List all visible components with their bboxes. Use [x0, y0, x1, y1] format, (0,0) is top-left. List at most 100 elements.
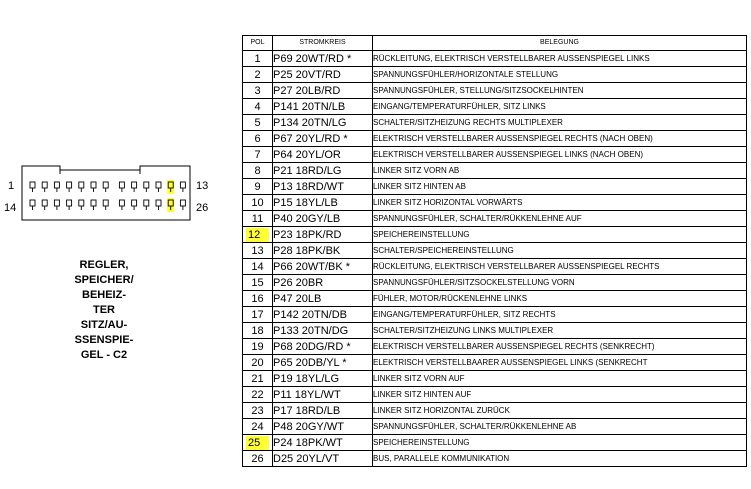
- pin-number: 14: [242, 258, 273, 275]
- circuit-code: P13 18RD/WT: [272, 178, 373, 195]
- connector-pin-17: [66, 199, 73, 210]
- pin-number: 17: [242, 306, 273, 323]
- caption-line: SSENSPIE-: [74, 334, 134, 346]
- pin-number-text: 7: [254, 148, 261, 161]
- caption-line: SPEICHER/: [74, 274, 134, 286]
- circuit-code: P68 20DG/RD *: [272, 338, 373, 355]
- pin-number: 7: [242, 146, 273, 163]
- connector-pin-24: [155, 199, 162, 210]
- table-row: 6 P67 20YL/RD *ELEKTRISCH VERSTELLBARER A…: [242, 130, 747, 147]
- connector-pin-20: [102, 199, 109, 210]
- connector-pin-9: [131, 181, 138, 192]
- pin-function: LINKER SITZ HINTEN AUF: [372, 386, 747, 403]
- connector-pin-12: [167, 180, 175, 194]
- pin-number: 8: [242, 162, 273, 179]
- circuit-code: P141 20TN/LB: [272, 98, 373, 115]
- pin-number: 6: [242, 130, 273, 147]
- pin-function: SPANNUNGSFÜHLER, SCHALTER/RÜKKENLEHNE AU…: [372, 210, 747, 227]
- pin-function: SPANNUNGSFÜHLER, SCHALTER/RÜKKENLEHNE AB: [372, 418, 747, 435]
- pin-number: 1: [242, 50, 273, 67]
- pin-number-text: 4: [254, 100, 261, 113]
- connector-pin-4: [66, 181, 73, 192]
- connector-pin-7: [102, 181, 109, 192]
- pin-label-26: 26: [196, 202, 209, 214]
- header-function: BELEGUNG: [372, 35, 747, 51]
- connector-pin-22: [131, 199, 138, 210]
- connector-pin-25: [167, 198, 175, 212]
- circuit-code: P15 18YL/LB: [272, 194, 373, 211]
- pin-number-text: 26: [251, 452, 264, 465]
- pin-number: 21: [242, 370, 273, 387]
- pin-label-13: 13: [196, 180, 209, 192]
- pin-function: EINGANG/TEMPERATURFÜHLER, SITZ RECHTS: [372, 306, 747, 323]
- pin-number: 3: [242, 82, 273, 99]
- pin-number-text: 19: [251, 340, 264, 353]
- circuit-code: P65 20DB/YL *: [272, 354, 373, 371]
- pin-number-text: 15: [251, 276, 264, 289]
- pin-number-text: 8: [254, 164, 261, 177]
- pin-function: RÜCKLEITUNG, ELEKTRISCH VERSTELLBARER AU…: [372, 258, 747, 275]
- circuit-code: P17 18RD/LB: [272, 402, 373, 419]
- pin-number-text: 22: [251, 388, 264, 401]
- circuit-code: P27 20LB/RD: [272, 82, 373, 99]
- connector-pin-13: [179, 181, 186, 192]
- pin-number-text: 10: [251, 196, 264, 209]
- circuit-code: P23 18PK/RD: [272, 226, 373, 243]
- pin-function: RÜCKLEITUNG, ELEKTRISCH VERSTELLBARER AU…: [372, 50, 747, 67]
- pin-function: ELEKTRISCH VERSTELLBARER AUSSENSPIEGEL R…: [372, 130, 747, 147]
- pin-number-text: 6: [254, 132, 261, 145]
- connector-pin-21: [118, 199, 125, 210]
- connector-pin-5: [78, 181, 85, 192]
- pin-function: SPANNUNGSFÜHLER/SITZSOCKELSTELLUNG VORN: [372, 274, 747, 291]
- circuit-code: P24 18PK/WT: [272, 434, 373, 451]
- caption-line: TER: [93, 304, 115, 316]
- circuit-code: P40 20GY/LB: [272, 210, 373, 227]
- header-pol: POL: [242, 35, 273, 51]
- circuit-code: P142 20TN/DB: [272, 306, 373, 323]
- pin-number-text: 20: [251, 356, 264, 369]
- table-row: 20 P65 20DB/YL *ELEKTRISCH VERSTELLBAARER…: [242, 354, 747, 371]
- circuit-code: P25 20VT/RD: [272, 66, 373, 83]
- circuit-code: P67 20YL/RD *: [272, 130, 373, 147]
- pin-function: LINKER SITZ HORIZONTAL VORWÄRTS: [372, 194, 747, 211]
- pin-number-text: 12: [246, 227, 269, 242]
- caption-line: REGLER,: [79, 259, 129, 271]
- pin-number-text: 25: [246, 435, 269, 450]
- pin-number: 11: [242, 210, 273, 227]
- table-header-row: POL STROMKREIS BELEGUNG: [242, 35, 747, 51]
- connector-pin-1: [29, 181, 36, 192]
- circuit-code: P48 20GY/WT: [272, 418, 373, 435]
- pin-number: 15: [242, 274, 273, 291]
- connector-pin-6: [90, 181, 97, 192]
- pin-number: 22: [242, 386, 273, 403]
- circuit-code: P11 18YL/WT: [272, 386, 373, 403]
- pin-number: 26: [242, 450, 273, 467]
- pin-function: EINGANG/TEMPERATURFÜHLER, SITZ LINKS: [372, 98, 747, 115]
- pin-function: BUS, PARALLELE KOMMUNIKATION: [372, 450, 747, 467]
- caption-line: GEL - C2: [80, 349, 128, 361]
- pin-function: ELEKTRISCH VERSTELLBARER AUSSENSPIEGEL R…: [372, 338, 747, 355]
- pin-number: 4: [242, 98, 273, 115]
- pin-function: LINKER SITZ HINTEN AB: [372, 178, 747, 195]
- pin-function: LINKER SITZ VORN AUF: [372, 370, 747, 387]
- circuit-code: P28 18PK/BK: [272, 242, 373, 259]
- pin-function: ELEKTRISCH VERSTELLBAARER AUSSENSPIEGEL …: [372, 354, 747, 371]
- circuit-code: P66 20WT/BK *: [272, 258, 373, 275]
- circuit-code: P47 20LB: [272, 290, 373, 307]
- circuit-code: P64 20YL/OR: [272, 146, 373, 163]
- connector-housing: [21, 165, 191, 221]
- pin-number: 12: [242, 226, 273, 243]
